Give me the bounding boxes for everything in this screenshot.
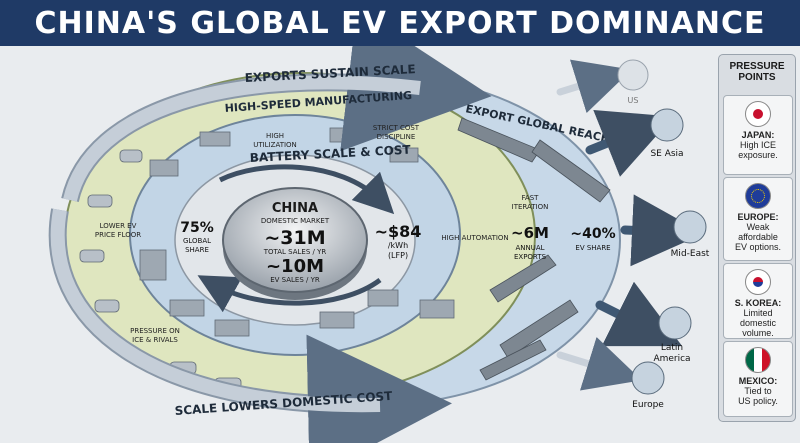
pressure-card-europe: EUROPE: Weak affordable EV options.	[723, 177, 793, 261]
factory-blocks	[139, 127, 455, 337]
page-title: CHINA'S GLOBAL EV EXPORT DOMINANCE	[34, 5, 766, 41]
ships	[457, 117, 611, 381]
destination-europe: Europe	[631, 361, 665, 410]
mexico-flag-icon	[745, 347, 771, 373]
fast-iteration-label2: ITERATION	[512, 203, 549, 211]
japan-flag-icon	[745, 101, 771, 127]
high-util-label1: HIGH	[266, 132, 284, 140]
destination-mid-east: Mid-East	[671, 210, 710, 259]
core-ev-sales: ~10M	[266, 256, 324, 277]
pressure-points-panel: PRESSURE POINTS JAPAN: High ICE exposure…	[718, 54, 796, 422]
core-country: CHINA	[272, 201, 318, 216]
title-bar: CHINA'S GLOBAL EV EXPORT DOMINANCE	[0, 0, 800, 46]
destination-se-asia: SE Asia	[650, 108, 684, 159]
svg-text:Mid-East: Mid-East	[671, 249, 710, 259]
pressure-ice-label2: ICE & RIVALS	[132, 336, 178, 344]
export-arrows	[556, 59, 704, 391]
svg-text:Europe: Europe	[632, 400, 664, 410]
destination-us: US	[617, 59, 649, 105]
fast-iteration-label1: FAST	[522, 194, 540, 202]
svg-text:SE Asia: SE Asia	[650, 149, 683, 159]
ev-share-value: ~40%	[570, 226, 615, 242]
exports-label2: EXPORTS	[514, 253, 547, 261]
exports-label1: ANNUAL	[515, 244, 544, 252]
destination-latin-america: Latin America	[653, 306, 692, 364]
global-share-label2: SHARE	[185, 246, 209, 254]
core-total-sales-label: TOTAL SALES / YR	[263, 248, 327, 256]
battery-arrow-top	[218, 164, 395, 215]
battery-cost-type: (LFP)	[388, 251, 408, 260]
pressure-points-title: PRESSURE POINTS	[729, 61, 785, 83]
battery-cost-unit: /kWh	[388, 241, 408, 250]
high-automation-label: HIGH AUTOMATION	[441, 234, 508, 242]
pressure-card-japan: JAPAN: High ICE exposure.	[723, 95, 793, 175]
strict-cost-label2: DISCIPLINE	[377, 133, 416, 141]
exports-value: ~6M	[511, 224, 549, 242]
global-share-label1: GLOBAL	[183, 237, 211, 245]
korea-flag-icon	[745, 269, 771, 295]
price-floor-label2: PRICE FLOOR	[95, 231, 141, 239]
pressure-ice-label1: PRESSURE ON	[130, 327, 180, 335]
ev-share-label: EV SHARE	[575, 244, 610, 252]
battery-arrow-bottom	[197, 275, 382, 313]
battery-cost-value: ~$84	[375, 222, 422, 241]
global-share-value: 75%	[180, 220, 214, 236]
svg-text:Latin: Latin	[661, 343, 683, 353]
core-subtitle: DOMESTIC MARKET	[261, 217, 330, 225]
svg-text:US: US	[628, 96, 639, 105]
pressure-card-korea: S. KOREA: Limited domestic volume.	[723, 263, 793, 339]
core-ev-sales-label: EV SALES / YR	[270, 276, 320, 284]
pressure-card-mexico: MEXICO: Tied to US policy.	[723, 341, 793, 417]
eu-flag-icon	[745, 183, 771, 209]
svg-text:America: America	[653, 354, 690, 364]
core-total-sales: ~31M	[264, 227, 325, 249]
price-floor-label1: LOWER EV	[100, 222, 137, 230]
ecosystem-diagram: EXPORTS SUSTAIN SCALE SCALE LOWERS DOMES…	[48, 46, 710, 443]
high-util-label2: UTILIZATION	[253, 141, 297, 149]
core-disk	[222, 187, 368, 293]
strict-cost-label1: STRICT COST	[373, 124, 420, 132]
